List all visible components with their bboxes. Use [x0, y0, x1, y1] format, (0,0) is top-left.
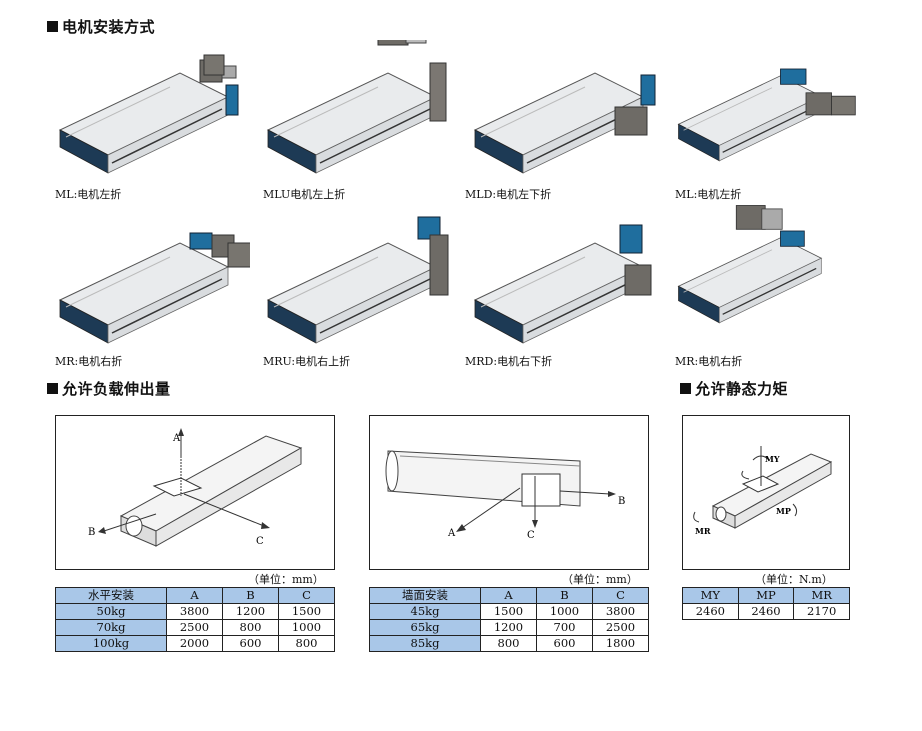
table-header: MY — [682, 587, 739, 604]
axis-a-label: A — [447, 528, 456, 539]
table-cell: 800 — [222, 619, 279, 636]
section-title-moment: 允许静态力矩 — [680, 378, 788, 399]
axis-a-label: A — [172, 433, 181, 444]
table-cell: 45kg — [369, 603, 481, 620]
mount-caption: ML:电机左折 — [55, 188, 122, 201]
table-cell: 1500 — [278, 603, 335, 620]
load-table-wall: 墙面安装 A B C 45kg 1500 1000 3800 65kg 1200… — [369, 587, 649, 652]
table-cell: 50kg — [55, 603, 167, 620]
table-cell: 1000 — [278, 619, 335, 636]
table-cell: 65kg — [369, 619, 481, 636]
table-row: 2460 2460 2170 — [682, 603, 850, 620]
table-header: 水平安装 — [55, 587, 167, 604]
table-row: 70kg 2500 800 1000 — [55, 619, 335, 636]
moment-table: MY MP MR 2460 2460 2170 — [682, 587, 850, 620]
mount-caption: MRU:电机右上折 — [263, 355, 351, 368]
table-header: MP — [737, 587, 795, 604]
axis-c-label: C — [527, 530, 535, 541]
table-cell: 2500 — [592, 619, 649, 636]
moment-mp-label: MP — [776, 506, 791, 516]
table-row: 85kg 800 600 1800 — [369, 635, 649, 652]
table-header: B — [536, 587, 593, 604]
table-cell: 800 — [278, 635, 335, 652]
mount-caption: ML:电机左折 — [675, 188, 742, 201]
table-cell: 2000 — [166, 635, 223, 652]
table-cell: 2500 — [166, 619, 223, 636]
diagram-wall: B C A — [369, 415, 649, 570]
mount-caption: MR:电机右折 — [675, 355, 743, 368]
table-cell: 2170 — [793, 603, 850, 620]
table-header-row: 墙面安装 A B C — [369, 587, 649, 604]
table-cell: 3800 — [592, 603, 649, 620]
table-header-row: 水平安装 A B C — [55, 587, 335, 604]
axis-b-label: B — [618, 496, 625, 507]
mount-caption: MRD:电机右下折 — [465, 355, 553, 368]
table-header-row: MY MP MR — [682, 587, 850, 604]
unit-moment: （单位：N.m） — [755, 573, 833, 586]
table-header: C — [592, 587, 649, 604]
table-header: A — [166, 587, 223, 604]
table-row: 50kg 3800 1200 1500 — [55, 603, 335, 620]
moment-my-label: MY — [765, 454, 780, 464]
mount-mr-1: MR:电机右折 — [50, 205, 250, 368]
mount-mld: MLD:电机左下折 — [465, 40, 665, 201]
table-cell: 600 — [222, 635, 279, 652]
mount-caption: MR:电机右折 — [55, 355, 123, 368]
table-cell: 2460 — [682, 603, 739, 620]
table-header: B — [222, 587, 279, 604]
mount-ml-2: ML:电机左折 — [670, 40, 870, 201]
diagram-moment: MY MP MR — [682, 415, 850, 570]
table-cell: 100kg — [55, 635, 167, 652]
table-cell: 1000 — [536, 603, 593, 620]
mount-ml-1: ML:电机左折 — [50, 40, 250, 201]
table-cell: 1800 — [592, 635, 649, 652]
table-header: 墙面安装 — [369, 587, 481, 604]
diagram-horizontal: A B C — [55, 415, 335, 570]
table-cell: 700 — [536, 619, 593, 636]
table-header: C — [278, 587, 335, 604]
table-header: A — [480, 587, 537, 604]
section-title-mounting: 电机安装方式 — [47, 16, 155, 37]
mount-mru: MRU:电机右上折 — [258, 205, 458, 368]
table-cell: 3800 — [166, 603, 223, 620]
unit-horizontal: （单位：mm） — [248, 573, 324, 586]
section-title-load: 允许负载伸出量 — [47, 378, 171, 399]
table-cell: 85kg — [369, 635, 481, 652]
axis-c-label: C — [256, 536, 264, 547]
table-row: 45kg 1500 1000 3800 — [369, 603, 649, 620]
table-cell: 1200 — [480, 619, 537, 636]
axis-b-label: B — [88, 527, 95, 538]
unit-wall: （单位：mm） — [562, 573, 638, 586]
table-cell: 70kg — [55, 619, 167, 636]
mount-mlu: MLU电机左上折 — [258, 40, 458, 201]
table-row: 100kg 2000 600 800 — [55, 635, 335, 652]
mount-mr-2: MR:电机右折 — [670, 205, 870, 368]
table-cell: 2460 — [737, 603, 795, 620]
mount-mrd: MRD:电机右下折 — [465, 205, 665, 368]
load-table-horizontal: 水平安装 A B C 50kg 3800 1200 1500 70kg 2500… — [55, 587, 335, 652]
mount-caption: MLD:电机左下折 — [465, 188, 552, 201]
moment-mr-label: MR — [695, 526, 711, 536]
table-header: MR — [793, 587, 850, 604]
mount-caption: MLU电机左上折 — [263, 188, 346, 201]
table-cell: 1500 — [480, 603, 537, 620]
table-cell: 800 — [480, 635, 537, 652]
table-cell: 600 — [536, 635, 593, 652]
table-row: 65kg 1200 700 2500 — [369, 619, 649, 636]
table-cell: 1200 — [222, 603, 279, 620]
